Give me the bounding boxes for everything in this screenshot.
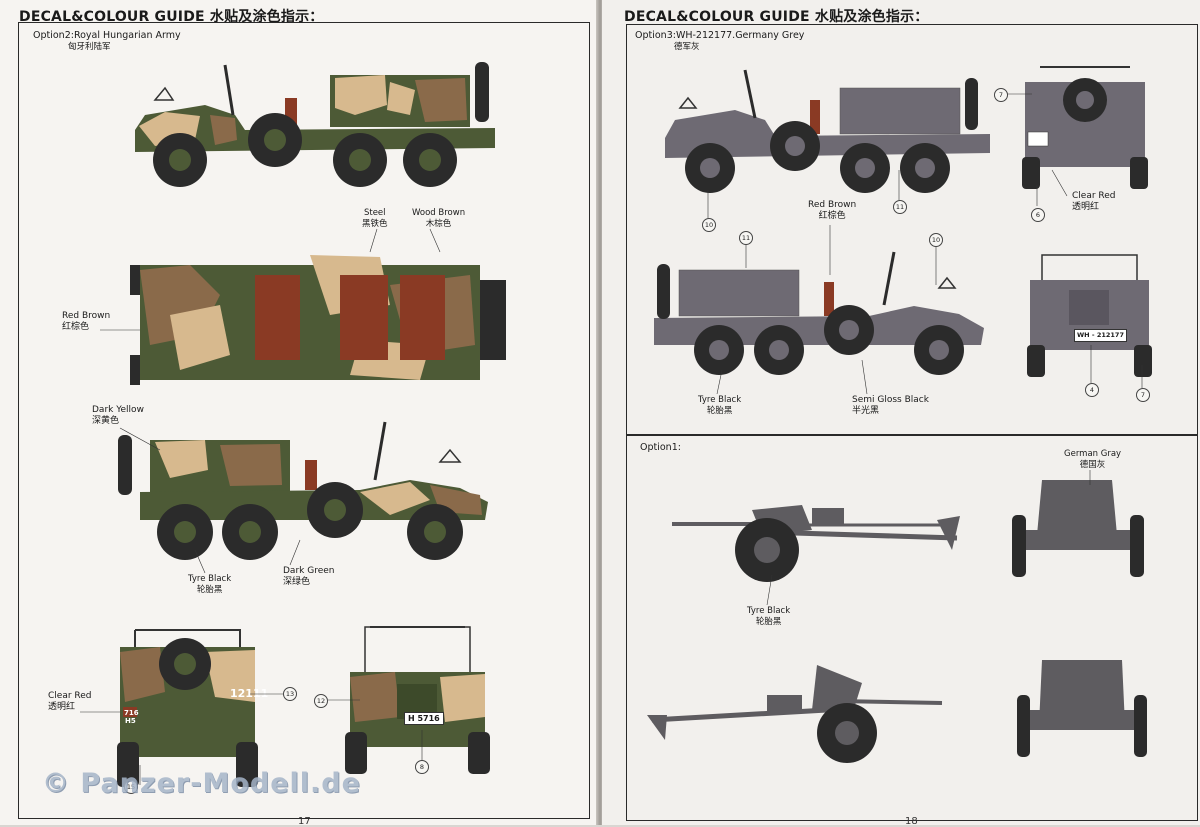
callout-7-bottom: 7	[1136, 388, 1150, 402]
rear-plate-top: 716	[124, 709, 139, 717]
grey-vehicle-side-view-right	[654, 251, 984, 375]
vehicle-top-view	[130, 255, 506, 385]
page-17: DECAL&COLOUR GUIDE 水贴及涂色指示： Option2:Roya…	[0, 0, 598, 827]
watermark: © Panzer-Modell.de	[42, 768, 361, 799]
gun-front-view	[1012, 480, 1144, 577]
grey-vehicle-side-view-left	[665, 69, 990, 193]
leader-lines-left	[80, 228, 441, 785]
callout-10-right: 10	[929, 233, 943, 247]
gun-side-view-left	[672, 505, 960, 582]
option1-label: Option1:	[640, 442, 681, 453]
option3-frame	[626, 24, 1198, 436]
vehicle-side-view-right	[118, 421, 488, 560]
callout-8: 8	[415, 760, 429, 774]
leader-lines-right	[707, 93, 1143, 606]
callout-6: 6	[1031, 208, 1045, 222]
callout-7-top: 7	[994, 88, 1008, 102]
option2-label-cn: 匈牙利陆军	[68, 42, 111, 52]
option2-label: Option2:Royal Hungarian Army	[33, 30, 181, 41]
option3-label: Option3:WH-212177.Germany Grey	[635, 30, 805, 41]
callout-4: 4	[1085, 383, 1099, 397]
rear-number-marking: 12111	[230, 687, 269, 700]
rear-plate-bottom: H5	[125, 717, 136, 725]
callout-12: 12	[314, 694, 328, 708]
vehicle-rear-view	[117, 629, 258, 787]
gun-rear-view	[1017, 660, 1147, 757]
page-number-right: 18	[905, 816, 918, 827]
grey-front-plate: WH - 212177	[1074, 329, 1127, 342]
callout-10-left: 10	[702, 218, 716, 232]
grey-vehicle-rear-view	[1022, 66, 1148, 189]
option1-frame	[626, 434, 1198, 821]
page-number-left: 17	[298, 816, 311, 827]
page-18: DECAL&COLOUR GUIDE 水贴及涂色指示： Option3:WH-2…	[602, 0, 1200, 827]
front-plate: H 5716	[404, 712, 444, 725]
option2-frame	[18, 22, 590, 819]
vehicle-side-view-left	[135, 62, 495, 187]
guide-title-right: DECAL&COLOUR GUIDE 水贴及涂色指示：	[624, 9, 929, 25]
callout-11-bottom: 11	[739, 231, 753, 245]
callout-13: 13	[283, 687, 297, 701]
vehicle-front-view	[345, 626, 490, 774]
callout-15: 15	[124, 780, 138, 794]
option3-label-cn: 德军灰	[674, 42, 700, 52]
guide-title: DECAL&COLOUR GUIDE 水贴及涂色指示：	[19, 9, 324, 25]
gun-side-view-right	[647, 665, 943, 763]
callout-11-top: 11	[893, 200, 907, 214]
book-gutter	[596, 0, 604, 825]
